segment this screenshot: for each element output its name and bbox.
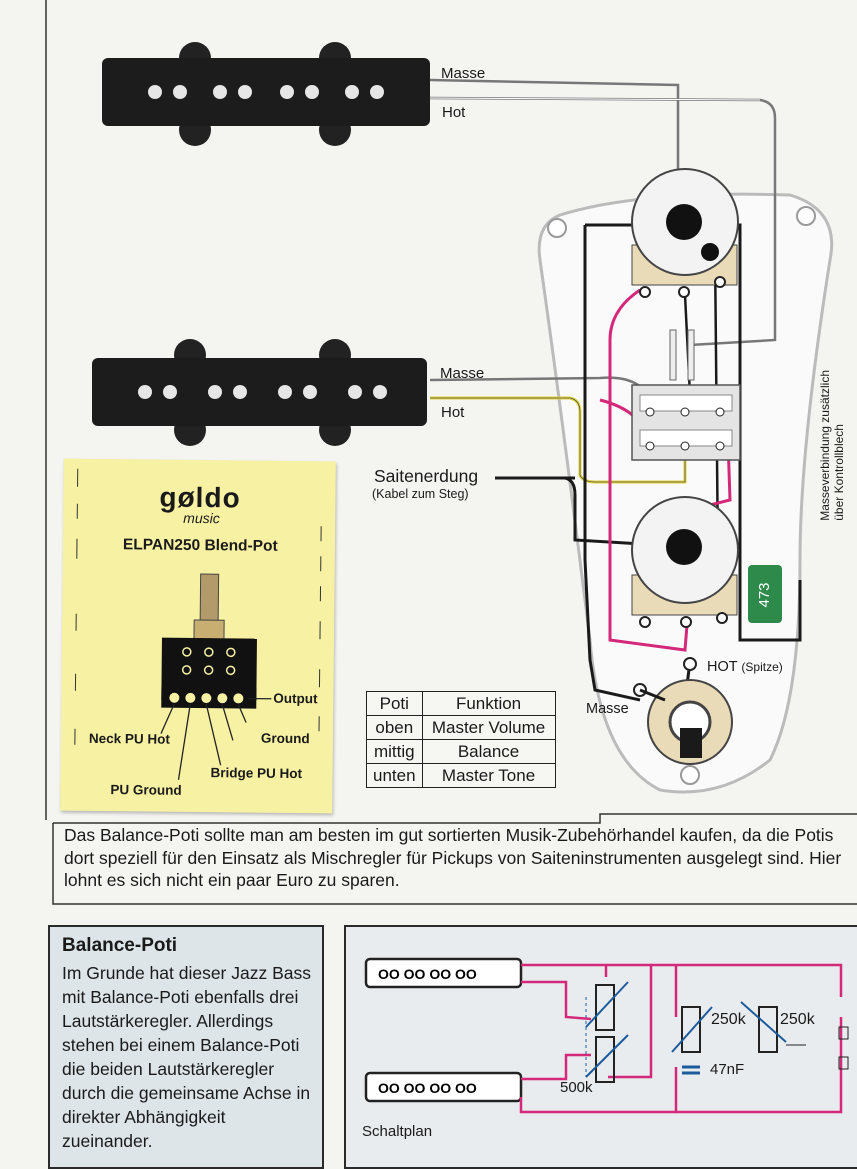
pin-ground-label: Ground	[261, 731, 310, 747]
pot-top	[632, 169, 738, 297]
pin-pu-ground-label: PU Ground	[110, 782, 181, 798]
card-title: ELPAN250 Blend-Pot	[123, 536, 278, 556]
table-header-row: Poti Funktion	[367, 692, 556, 716]
cap-47nf-label: 47nF	[710, 1061, 744, 1078]
svg-text:OO OO OO OO: OO OO OO OO	[378, 966, 477, 982]
pin-bridge-hot-label: Bridge PU Hot	[210, 765, 302, 781]
table-cell: oben	[367, 716, 423, 740]
pickup-top	[102, 42, 430, 146]
table-cell: Master Volume	[422, 716, 555, 740]
pickup-bottom	[92, 339, 427, 446]
hot-spitze-label: HOT (Spitze)	[707, 659, 783, 675]
table-cell: Master Tone	[422, 764, 555, 788]
table-row: oben Master Volume	[367, 716, 556, 740]
svg-text:473: 473	[756, 582, 773, 607]
table-header: Funktion	[422, 692, 555, 716]
pot-250k-b-label: 250k	[780, 1011, 815, 1029]
table-cell: unten	[367, 764, 423, 788]
brand-sub: music	[183, 510, 220, 526]
schaltplan-label: Schaltplan	[362, 1123, 432, 1140]
pin-neck-hot-label: Neck PU Hot	[89, 731, 170, 747]
saitenerdung-label: Saitenerdung	[374, 466, 478, 487]
saitenerdung-sub-label: (Kabel zum Steg)	[372, 487, 469, 501]
top-masse-label: Masse	[441, 65, 485, 82]
table-cell: mittig	[367, 740, 423, 764]
bottom-masse-label: Masse	[440, 365, 484, 382]
pot-bottom	[632, 497, 738, 627]
schematic-box: OO OO OO OO OO OO OO OO	[344, 925, 857, 1169]
blend-pot-card: gøldo music ELPAN250 Blend-Pot Output Ne…	[60, 459, 336, 814]
pin-output-label: Output	[273, 691, 317, 706]
screw-icon	[548, 219, 566, 237]
table-header: Poti	[367, 692, 423, 716]
pot-500k-label: 500k	[560, 1079, 593, 1096]
jack-masse-label: Masse	[586, 701, 629, 717]
top-hot-label: Hot	[442, 104, 465, 121]
table-row: mittig Balance	[367, 740, 556, 764]
table-row: unten Master Tone	[367, 764, 556, 788]
wiring-page: 473 Masse Hot Masse Hot Saitenerdung (Ka…	[0, 0, 857, 1143]
balance-poti-box: Balance-Poti Im Grunde hat dieser Jazz B…	[48, 925, 324, 1169]
bottom-hot-label: Hot	[441, 404, 464, 421]
screw-icon	[681, 766, 699, 784]
table-cell: Balance	[422, 740, 555, 764]
capacitor-473: 473	[748, 565, 782, 623]
function-table: Poti Funktion oben Master Volume mittig …	[366, 691, 556, 788]
note-text: Das Balance-Poti sollte man am besten im…	[64, 824, 854, 892]
svg-text:OO OO OO OO: OO OO OO OO	[378, 1080, 477, 1096]
screw-icon	[797, 207, 815, 225]
balance-poti-text: Im Grunde hat dieser Jazz Bass mit Balan…	[62, 961, 314, 1153]
pot-250k-a-label: 250k	[711, 1011, 746, 1029]
balance-poti-title: Balance-Poti	[62, 935, 177, 957]
